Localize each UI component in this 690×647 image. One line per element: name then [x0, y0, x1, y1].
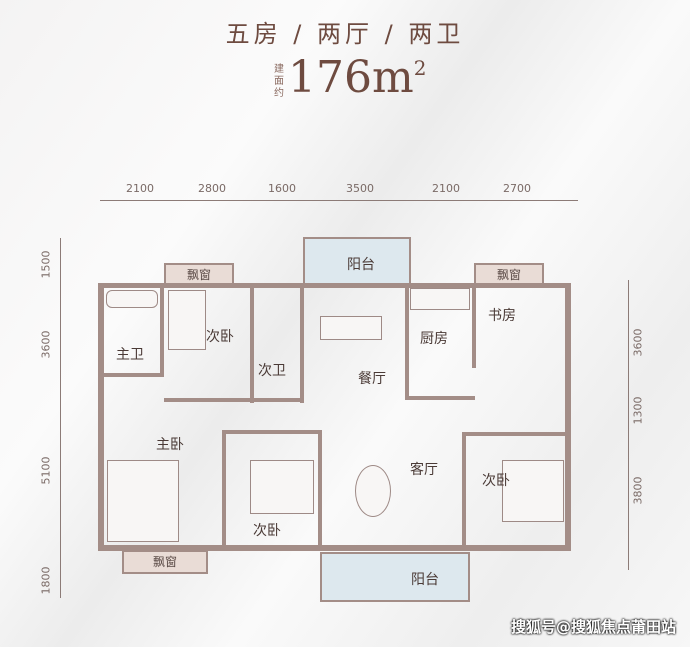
top-dimension-line — [100, 200, 578, 201]
dining-table — [320, 316, 382, 340]
dim-top-1: 2100 — [126, 182, 154, 195]
label-bedroom-3: 次卧 — [253, 523, 281, 539]
wall-bed3-top — [222, 430, 322, 434]
layout-title: 五房 / 两厅 / 两卫 — [225, 20, 465, 48]
balcony-bottom — [320, 552, 470, 602]
area-unit-sup: 2 — [413, 56, 427, 80]
label-kitchen: 厨房 — [420, 331, 448, 347]
dim-top-5: 2100 — [432, 182, 460, 195]
label-living: 客厅 — [410, 462, 438, 478]
area-label: 建面约 — [274, 64, 284, 99]
dim-right-1: 3600 — [631, 328, 645, 357]
label-balcony-bottom: 阳台 — [411, 572, 439, 588]
dim-left-2: 3600 — [39, 330, 53, 359]
wall-bed4-top — [462, 432, 570, 436]
wall-bed3-left — [222, 430, 226, 550]
dim-left-1: 1500 — [39, 250, 53, 279]
area-value: 176m2 — [288, 52, 426, 103]
dim-left-3: 5100 — [39, 456, 53, 485]
label-bedroom-4: 次卧 — [482, 473, 510, 489]
wall-left — [98, 283, 104, 550]
label-master-bath: 主卫 — [116, 347, 144, 363]
watermark: 搜狐号@搜狐焦点莆田站 — [510, 618, 676, 636]
wall-kitchen — [405, 283, 409, 398]
dim-top-6: 2700 — [503, 182, 531, 195]
dim-right-3: 3800 — [631, 476, 645, 505]
dim-top-3: 1600 — [268, 182, 296, 195]
wall-bed4-left — [462, 432, 466, 550]
area-number: 176m — [288, 52, 414, 103]
left-dimension-line — [60, 238, 61, 598]
bathtub — [106, 290, 158, 308]
coffee-table — [355, 465, 391, 517]
bed-bedroom-4 — [502, 460, 564, 522]
bay-window-bottom: 飘窗 — [122, 550, 208, 574]
wall-bed2 — [250, 283, 254, 403]
wall-kitchen-bottom — [405, 396, 475, 400]
wall-top — [98, 283, 568, 288]
kitchen-counter — [410, 288, 470, 310]
label-balcony-top: 阳台 — [347, 257, 375, 273]
label-second-bath: 次卫 — [258, 363, 286, 379]
label-bedroom-2: 次卧 — [206, 329, 234, 345]
label-dining: 餐厅 — [358, 371, 386, 387]
dim-left-4: 1800 — [39, 566, 53, 595]
wall-bottom — [98, 545, 568, 551]
right-dimension-line — [628, 280, 629, 570]
dim-top-2: 2800 — [198, 182, 226, 195]
wall-bath-bottom — [104, 373, 164, 377]
bed-bedroom-3 — [250, 460, 314, 514]
label-study: 书房 — [488, 308, 516, 324]
label-master-bedroom: 主卧 — [156, 437, 184, 453]
wall-bath2 — [300, 283, 304, 403]
wall-right — [565, 283, 571, 551]
wall-study — [472, 283, 476, 368]
dim-right-2: 1300 — [631, 396, 645, 425]
wall-bath — [160, 283, 164, 373]
bed-bedroom-2 — [168, 290, 206, 350]
wall-bed3-right — [318, 430, 322, 550]
bed-master — [107, 460, 179, 542]
dim-top-4: 3500 — [346, 182, 374, 195]
wall-mid-left — [164, 398, 304, 402]
